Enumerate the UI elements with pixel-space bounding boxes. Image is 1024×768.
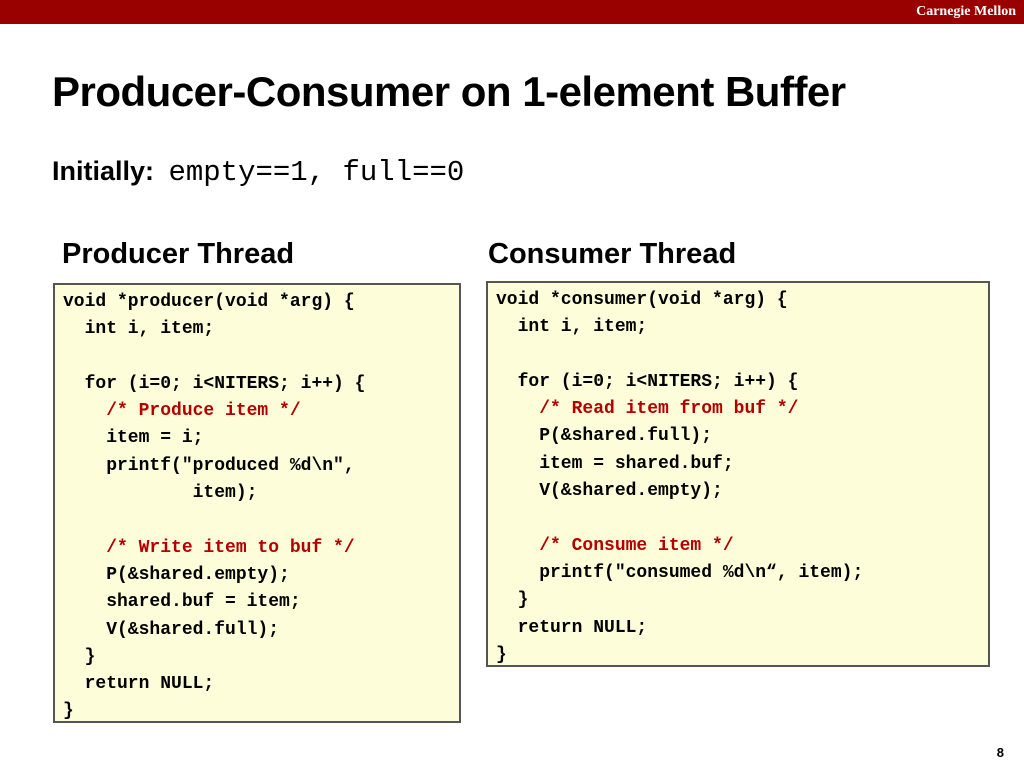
slide-title: Producer-Consumer on 1-element Buffer [52,68,846,115]
code-line: item = i; [63,428,204,449]
code-comment-line: /* Produce item */ [63,401,301,422]
code-line: P(&shared.empty); [63,564,290,585]
code-line: int i, item; [496,317,648,338]
producer-heading: Producer Thread [62,238,295,270]
code-line: return NULL; [63,674,215,695]
code-line: V(&shared.empty); [496,481,723,502]
code-line [63,344,451,371]
code-comment-line: /* Write item to buf */ [63,537,355,558]
code-comment-line: /* Consume item */ [496,535,734,556]
code-line: void *consumer(void *arg) { [496,290,788,310]
code-comment-line: /* Read item from buf */ [496,399,799,420]
code-line [496,505,980,532]
code-line [63,507,451,534]
code-line: } [496,644,507,665]
initial-condition-value: empty==1, full==0 [168,156,465,189]
code-line: item); [63,483,258,504]
consumer-code-block: void *consumer(void *arg) { int i, item;… [486,281,990,667]
code-line: return NULL; [496,617,648,638]
code-line: for (i=0; i<NITERS; i++) { [496,371,799,392]
code-line: P(&shared.full); [496,426,713,447]
code-line: } [63,701,74,722]
brand-label: Carnegie Mellon [916,4,1016,19]
code-line [496,342,980,369]
code-line: printf("produced %d\n", [63,455,355,476]
code-line: item = shared.buf; [496,453,734,474]
page-number: 8 [996,745,1004,760]
initial-condition: Initially: empty==1, full==0 [52,156,464,189]
code-line: V(&shared.full); [63,619,280,640]
code-line: printf("consumed %d\n“, item); [496,562,864,583]
producer-code-block: void *producer(void *arg) { int i, item;… [53,283,461,723]
header-bar: Carnegie Mellon [0,0,1024,24]
code-line: void *producer(void *arg) { [63,292,355,312]
initial-condition-label: Initially: [52,156,155,186]
code-line: shared.buf = item; [63,592,301,613]
code-line: } [496,590,529,611]
consumer-heading: Consumer Thread [488,238,737,270]
code-line: int i, item; [63,319,215,340]
code-line: } [63,646,96,667]
code-line: for (i=0; i<NITERS; i++) { [63,373,366,394]
